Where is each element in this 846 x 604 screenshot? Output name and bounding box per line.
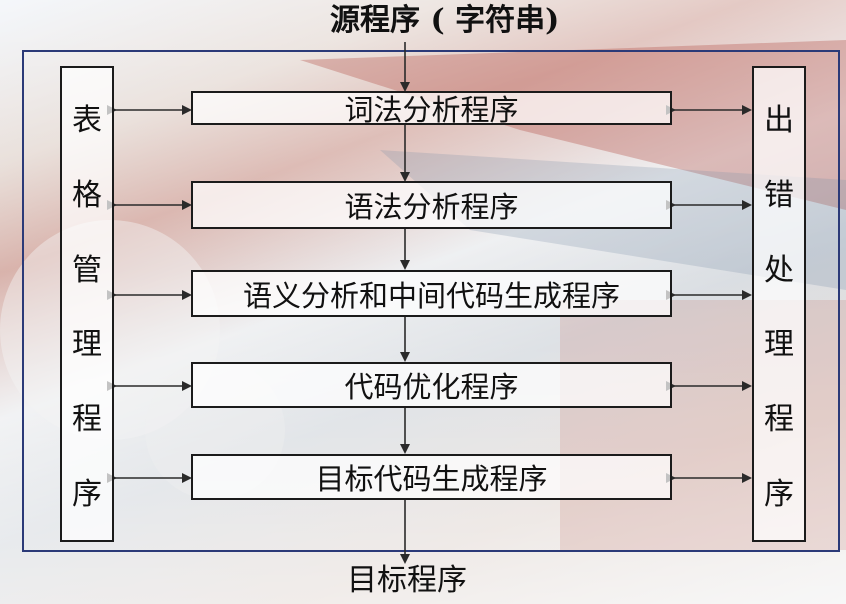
table-management-char: 序 xyxy=(72,476,102,512)
table-management-char: 理 xyxy=(72,327,102,363)
code-generation-box: 目标代码生成程序 xyxy=(191,454,672,500)
error-handling-box: 出 错 处 理 程 序 xyxy=(752,66,806,542)
table-management-box: 表 格 管 理 程 序 xyxy=(60,66,114,542)
code-optimization-box: 代码优化程序 xyxy=(191,362,672,408)
source-program-label: 源程序 ( 字符串) xyxy=(330,3,560,38)
semantic-analysis-box: 语义分析和中间代码生成程序 xyxy=(191,270,672,317)
error-handling-char: 理 xyxy=(764,327,794,363)
target-program-label: 目标程序 xyxy=(347,563,467,598)
table-management-char: 表 xyxy=(72,103,102,139)
syntax-analysis-box: 语法分析程序 xyxy=(191,181,672,229)
error-handling-char: 出 xyxy=(764,103,794,139)
error-handling-char: 程 xyxy=(764,401,794,437)
diagram-frame xyxy=(22,50,840,552)
error-handling-char: 错 xyxy=(764,177,794,213)
table-management-char: 程 xyxy=(72,401,102,437)
lexical-analysis-box: 词法分析程序 xyxy=(191,91,672,127)
table-management-char: 管 xyxy=(72,252,102,288)
error-handling-char: 序 xyxy=(764,476,794,512)
error-handling-char: 处 xyxy=(764,252,794,288)
table-management-char: 格 xyxy=(72,177,102,213)
